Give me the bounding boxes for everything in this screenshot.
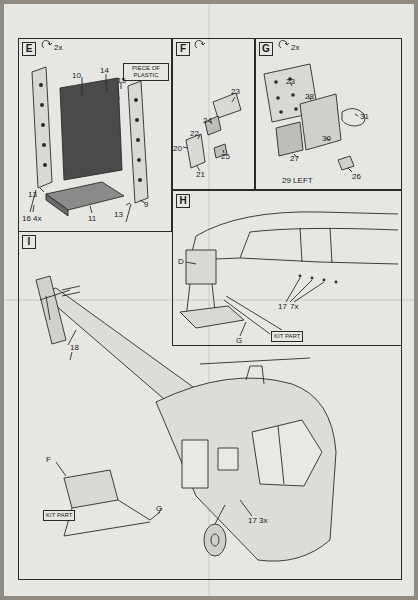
step-letter: F	[176, 42, 190, 56]
callout-number: 16	[22, 214, 31, 223]
callout-number: 31	[360, 112, 369, 121]
callout-number: 25	[221, 152, 230, 161]
step-panel: E PIECE OF PLASTIC	[18, 38, 172, 232]
callout-number: 9	[144, 200, 148, 209]
callout-number: 27	[290, 154, 299, 163]
callout-number: 10	[72, 71, 81, 80]
step-panel: G	[255, 38, 402, 190]
callout-number: 4x	[33, 214, 41, 223]
step-letter: H	[176, 194, 190, 208]
step-panel: H KIT PART	[172, 190, 402, 346]
callout-number: 24	[203, 116, 212, 125]
callout-number: 28	[305, 92, 314, 101]
step-letter: E	[22, 42, 36, 56]
callout-number: 2x	[54, 43, 62, 52]
callout-number: 7x	[290, 302, 298, 311]
callout-number: 18	[70, 343, 79, 352]
callout-number: F	[46, 455, 51, 464]
callout-number: 17	[278, 302, 287, 311]
box-text: PIECE OF PLASTIC	[126, 65, 166, 79]
step-letter: I	[22, 235, 36, 249]
callout-number: 3x	[259, 516, 267, 525]
callout-number: 21	[196, 170, 205, 179]
callout-number: 11	[88, 214, 96, 223]
callout-number: 20	[173, 144, 182, 153]
callout-number: 15	[117, 76, 126, 85]
step-letter: G	[259, 42, 273, 56]
callout-number: 2x	[291, 43, 299, 52]
callout-number: D	[178, 257, 184, 266]
callout-number: 17	[248, 516, 257, 525]
callout-number: 13	[114, 210, 123, 219]
box-text: KIT PART	[274, 333, 300, 340]
callout-number: 29 LEFT	[282, 176, 313, 185]
callout-number: 23	[231, 87, 240, 96]
note-box: KIT PART	[43, 510, 75, 521]
box-text: KIT PART	[46, 512, 72, 519]
callout-number: 13	[28, 190, 37, 199]
step-panel: I KIT PART	[18, 232, 402, 580]
callout-number: 23	[286, 77, 295, 86]
callout-number: 14	[100, 66, 109, 75]
callout-number: 26	[352, 172, 361, 181]
note-box: PIECE OF PLASTIC	[123, 63, 169, 81]
note-box: KIT PART	[271, 331, 303, 342]
callout-number: G	[236, 336, 242, 345]
step-panel: F	[172, 38, 255, 190]
callout-number: 30	[322, 134, 331, 143]
callout-number: 22	[190, 129, 199, 138]
callout-number: G	[156, 504, 162, 513]
